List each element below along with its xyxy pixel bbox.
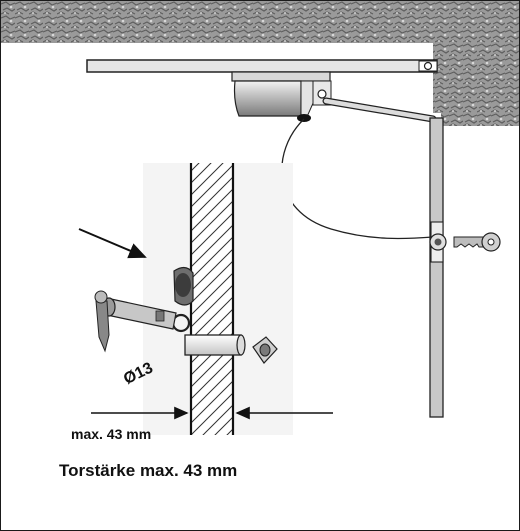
stone-wall [1,1,519,126]
lock-cylinder-icon [429,233,447,251]
lock-cylinder [94,266,194,353]
wall-section [143,163,293,435]
key-icon [453,232,501,252]
cable [281,118,434,240]
thickness-label: max. 43 mm [71,426,152,442]
door-closer [86,59,438,123]
caption: Torstärke max. 43 mm [59,461,238,480]
mounting-plate [252,336,278,364]
insert-arrow [78,228,147,259]
gate-post [429,117,444,418]
through-pipe [184,334,246,356]
